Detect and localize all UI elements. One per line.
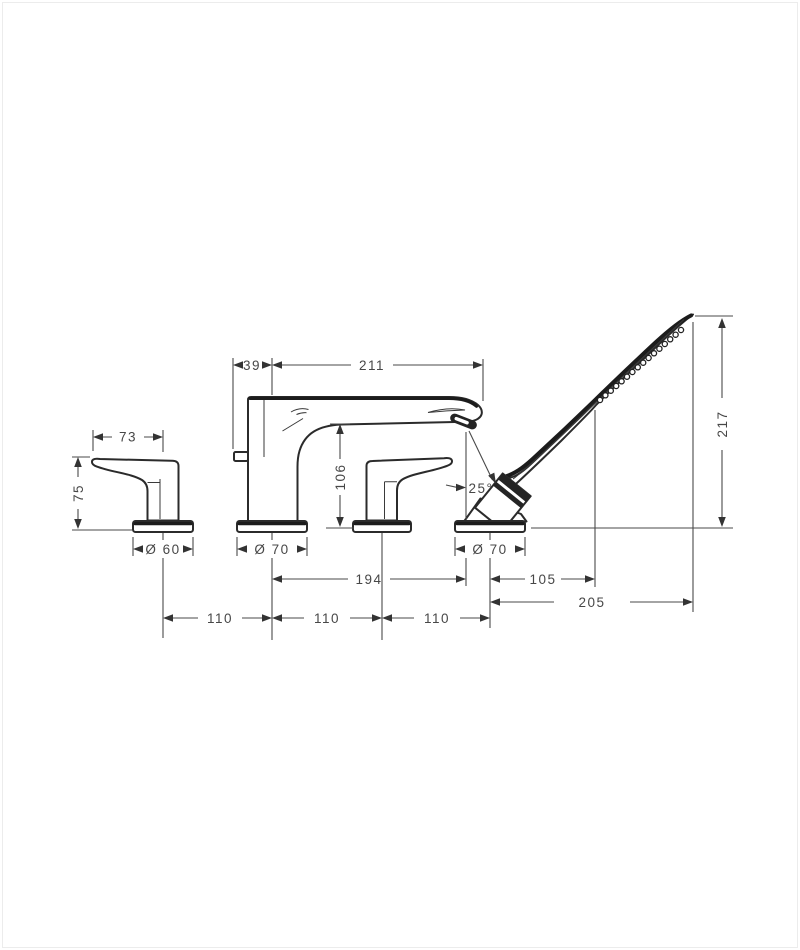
svg-text:110: 110	[424, 611, 450, 626]
base-plate	[132, 520, 194, 533]
svg-text:211: 211	[359, 358, 385, 373]
svg-text:Ø 70: Ø 70	[472, 542, 507, 557]
dimension-shower-base-diameter: Ø 70	[454, 533, 526, 628]
svg-text:73: 73	[119, 430, 137, 445]
svg-text:39: 39	[243, 358, 261, 373]
spout-aerator	[450, 413, 477, 430]
spray-nozzles	[596, 326, 685, 404]
dimension-spout-height: 106	[326, 423, 354, 529]
base-plate	[454, 520, 526, 533]
dimension-spout-center-to-outlet: 194	[272, 432, 467, 587]
shower-holder	[474, 472, 532, 532]
dimension-shower-center-to-tip: 205	[490, 322, 694, 612]
dimension-shower-angle: 25°	[445, 430, 496, 496]
middle-handle-valve	[352, 457, 454, 533]
svg-text:194: 194	[355, 572, 382, 587]
dimension-spout-base-diameter: Ø 70	[236, 533, 308, 640]
dimension-spout-offset: 39 211	[232, 358, 484, 449]
svg-text:106: 106	[333, 463, 348, 490]
dimension-shower-center-to-head: 105	[490, 410, 596, 587]
dimension-hole-spacing: 110 110 110	[163, 533, 490, 640]
svg-text:105: 105	[529, 572, 556, 587]
shower-head-edge	[503, 313, 693, 479]
svg-text:25°: 25°	[469, 481, 494, 496]
base-plate	[352, 520, 412, 533]
dimension-handle-base-diameter: Ø 60	[132, 533, 194, 638]
svg-text:Ø 70: Ø 70	[254, 542, 289, 557]
dimension-total-height: 217	[531, 315, 733, 529]
spout-side-pin	[233, 451, 249, 462]
left-handle-valve	[90, 457, 194, 533]
svg-text:110: 110	[314, 611, 340, 626]
dimension-handle-width: 73	[92, 430, 164, 452]
svg-text:205: 205	[578, 595, 605, 610]
svg-text:Ø 60: Ø 60	[145, 542, 180, 557]
svg-text:217: 217	[715, 410, 730, 437]
hand-shower	[454, 313, 694, 533]
svg-text:110: 110	[207, 611, 233, 626]
svg-text:75: 75	[71, 484, 86, 502]
base-plate	[236, 520, 308, 533]
dimension-handle-height: 75	[71, 456, 132, 531]
spout	[233, 396, 483, 533]
